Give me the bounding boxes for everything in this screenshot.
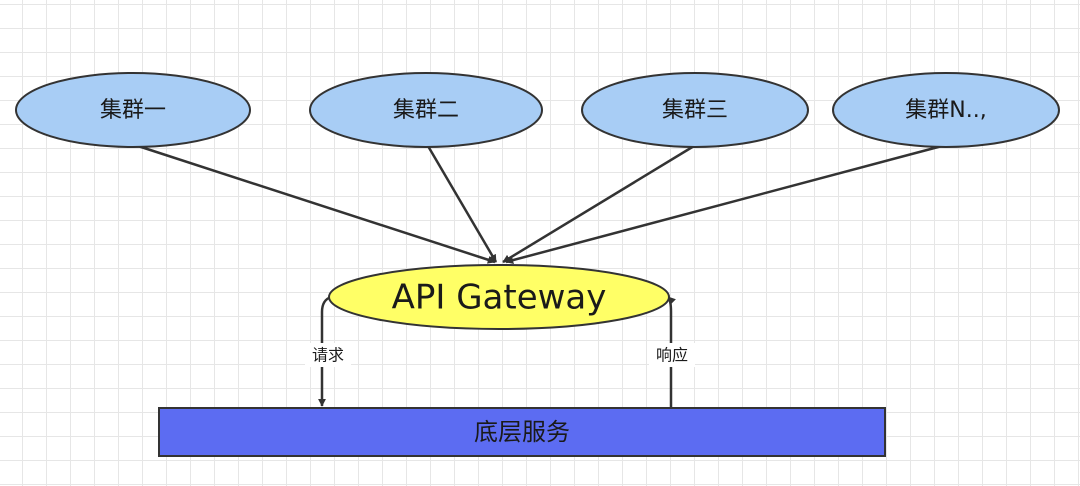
service-node: 底层服务 bbox=[158, 407, 886, 457]
cluster-node-3-label: 集群三 bbox=[662, 98, 728, 123]
gateway-service-edges: 请求 响应 bbox=[305, 295, 695, 408]
cluster-node-n-shape bbox=[832, 72, 1060, 148]
cluster-node-1-shape bbox=[15, 72, 251, 148]
service-node-shape bbox=[158, 407, 886, 457]
gateway-node: API Gateway bbox=[328, 264, 670, 330]
cluster-node-2-label: 集群二 bbox=[393, 98, 459, 123]
cluster-node-2: 集群二 bbox=[309, 72, 543, 148]
cluster-to-gateway-edges bbox=[137, 144, 943, 265]
edge-response-label: 响应 bbox=[656, 346, 688, 365]
cluster-node-3: 集群三 bbox=[581, 72, 809, 148]
edge-cluster-n-to-gateway bbox=[505, 144, 943, 265]
gateway-node-label: API Gateway bbox=[392, 278, 607, 318]
cluster-node-2-shape bbox=[309, 72, 543, 148]
edge-cluster-1-to-gateway bbox=[137, 144, 496, 264]
cluster-node-n: 集群N.., bbox=[832, 72, 1060, 148]
edge-request-label-bg bbox=[305, 343, 351, 367]
service-node-label: 底层服务 bbox=[474, 418, 570, 446]
edge-cluster-2-to-gateway bbox=[426, 145, 498, 263]
edge-request-label: 请求 bbox=[312, 346, 344, 365]
edge-cluster-3-to-gateway bbox=[502, 144, 695, 264]
gateway-node-shape bbox=[328, 264, 670, 330]
cluster-node-n-label: 集群N.., bbox=[905, 98, 986, 123]
cluster-node-1-label: 集群一 bbox=[100, 98, 166, 123]
cluster-node-3-shape bbox=[581, 72, 809, 148]
edge-response-label-bg bbox=[649, 343, 695, 367]
cluster-node-1: 集群一 bbox=[15, 72, 251, 148]
